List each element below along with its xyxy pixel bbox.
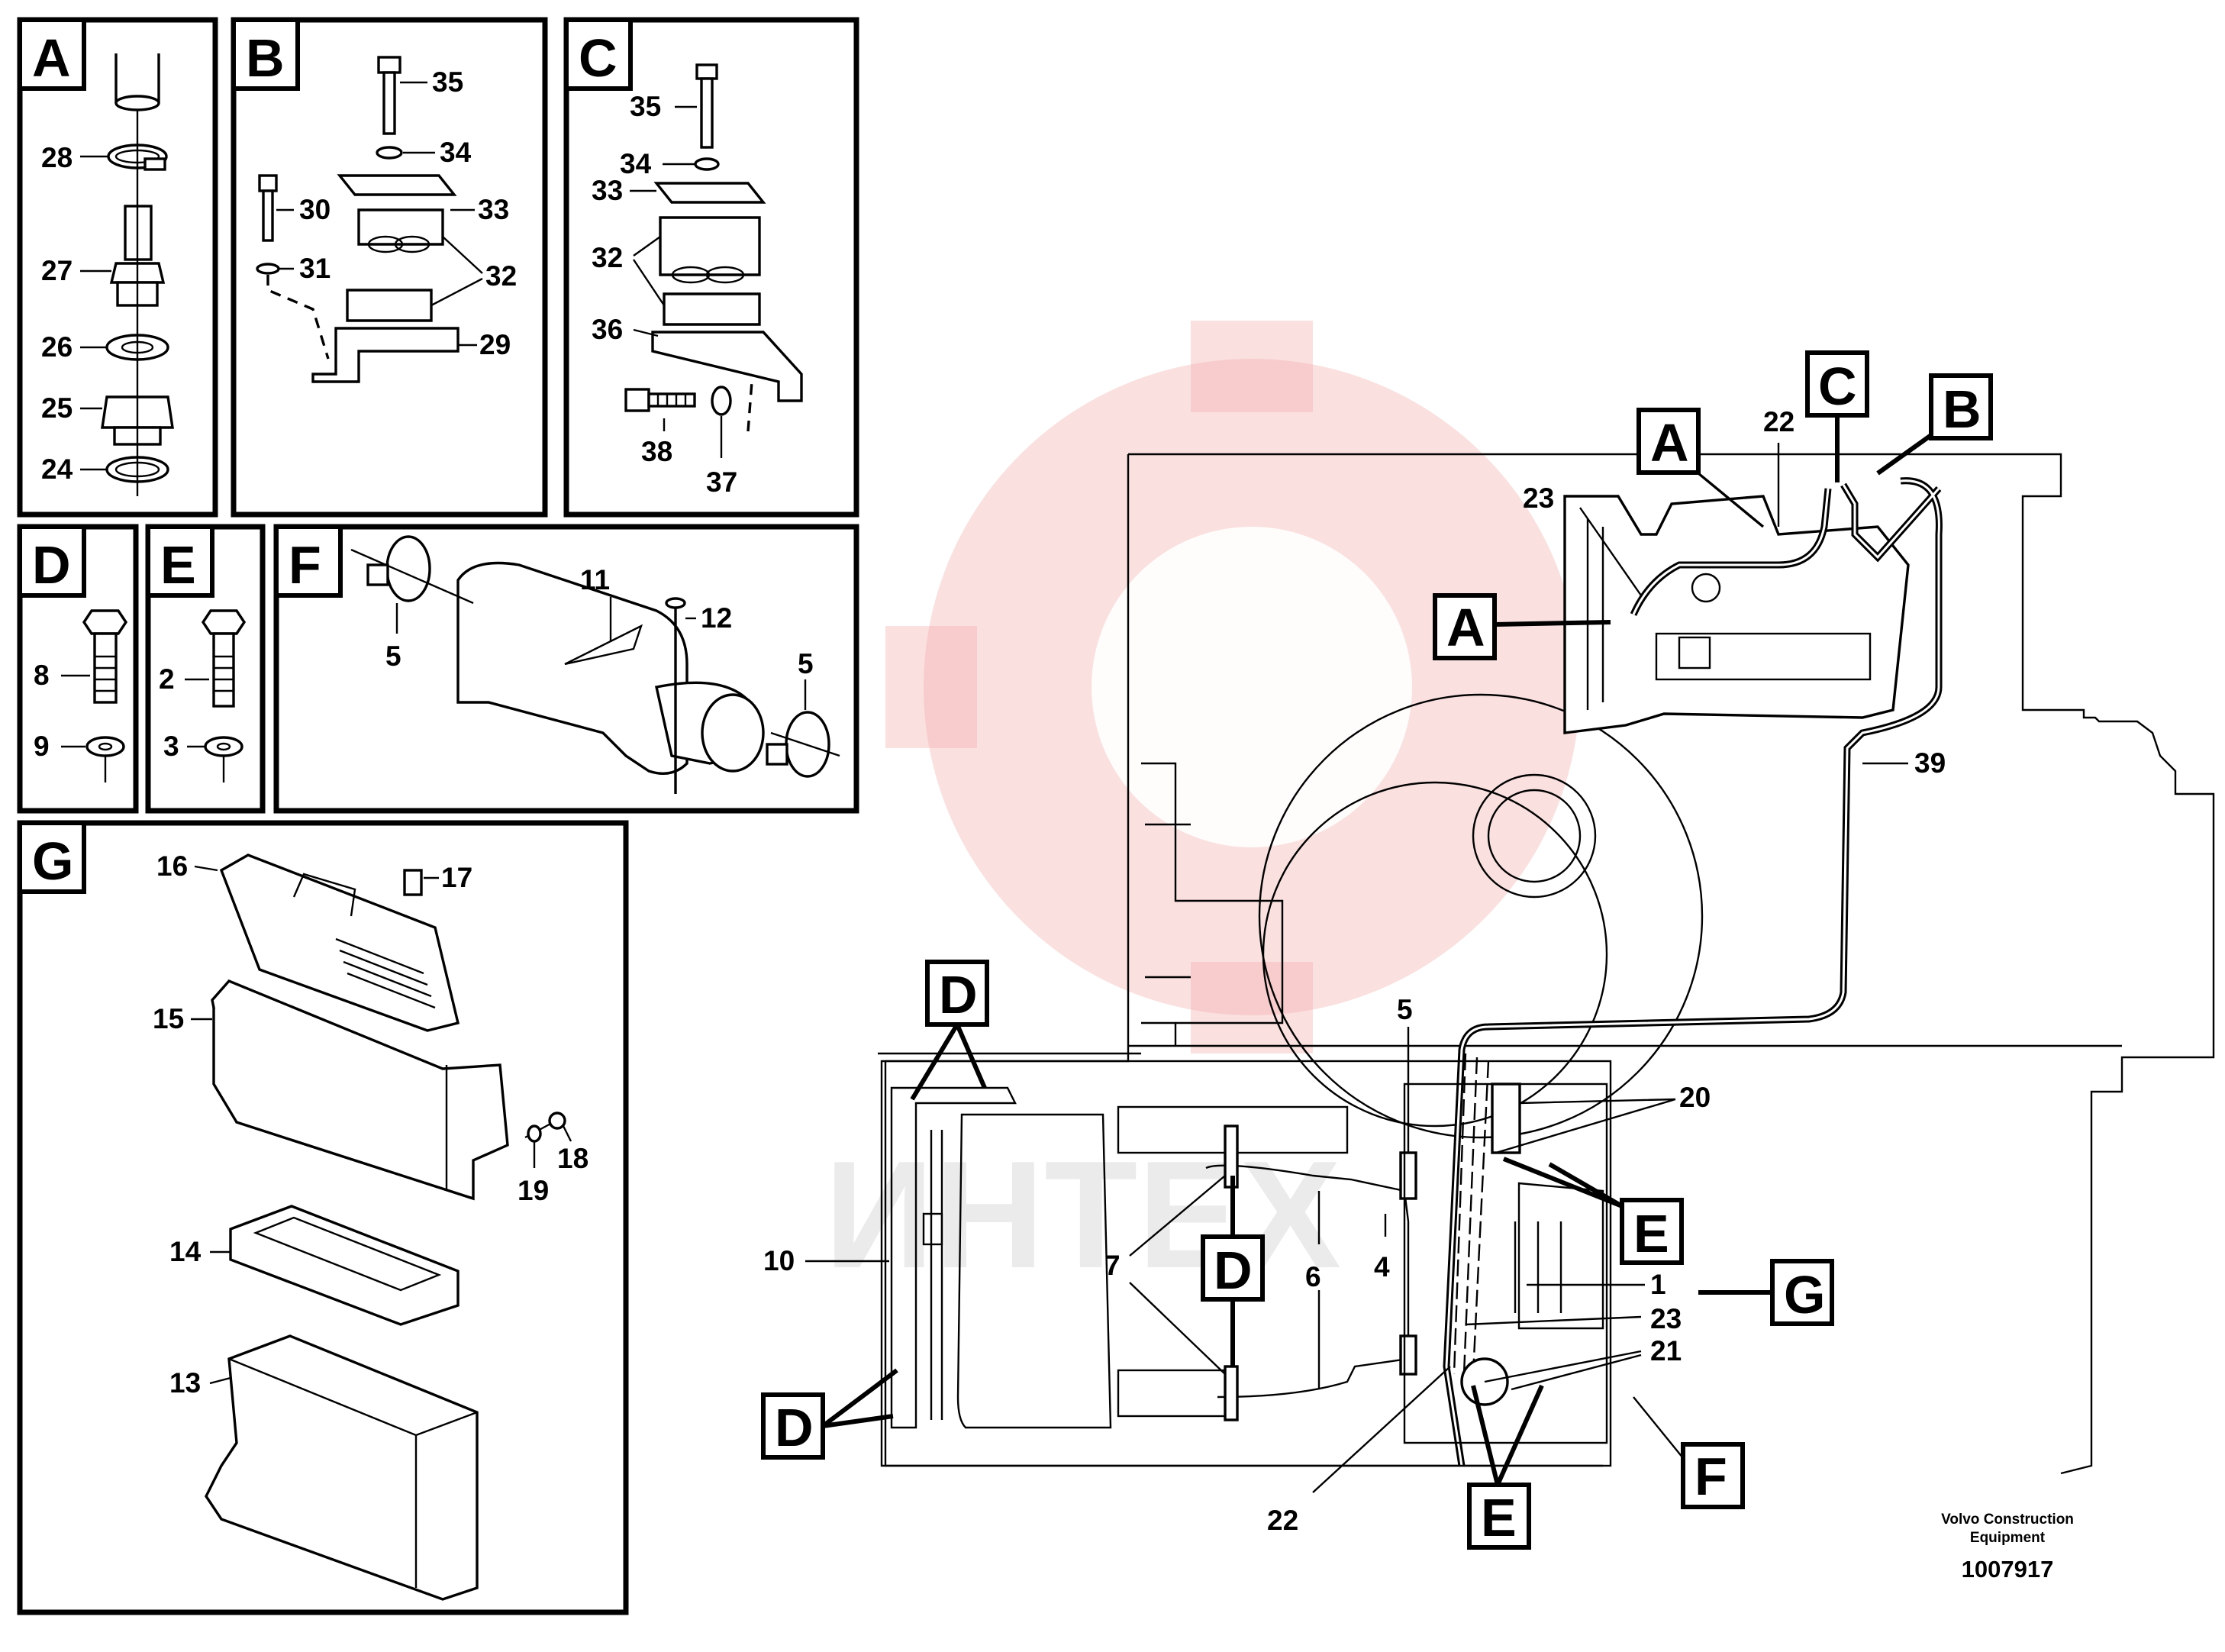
part-16-label: 16 — [156, 850, 188, 882]
part-14-label: 14 — [169, 1236, 202, 1267]
panel-c: C 35 34 33 32 36 38 37 — [563, 17, 859, 518]
part-25-label: 25 — [41, 392, 73, 424]
callout-a-top: A — [1650, 413, 1689, 473]
callout-d-bottom: D — [775, 1398, 814, 1457]
part-8-label: 8 — [34, 660, 50, 691]
main-part-21: 21 — [1650, 1335, 1682, 1366]
main-part-20: 20 — [1679, 1082, 1711, 1113]
panel-c-label: C — [579, 28, 618, 88]
part-37-label-c: 37 — [706, 466, 737, 498]
part-26-label: 26 — [41, 331, 73, 363]
panel-e-label: E — [160, 535, 196, 595]
main-part-22-bottom: 22 — [1267, 1505, 1298, 1536]
part-5-label-right: 5 — [798, 648, 814, 679]
part-27-label: 27 — [41, 255, 73, 286]
panel-d: D 8 9 — [17, 524, 139, 814]
panel-a-label: A — [32, 28, 71, 88]
main-callouts: A A C B D D D E E G — [761, 350, 1993, 1550]
footer-company-line2: Equipment — [1970, 1530, 2046, 1546]
callout-g: G — [1784, 1265, 1825, 1325]
part-35-label: 35 — [432, 66, 463, 98]
main-part-39: 39 — [1914, 747, 1946, 779]
part-33-label: 33 — [478, 194, 509, 225]
main-part-1: 1 — [1650, 1269, 1666, 1300]
panel-d-label: D — [32, 535, 71, 595]
callout-b: B — [1943, 379, 1982, 439]
part-3-label: 3 — [163, 731, 179, 762]
part-34-label: 34 — [440, 137, 472, 168]
part-33-label-c: 33 — [592, 175, 623, 206]
part-17-label: 17 — [441, 862, 472, 893]
main-part-23-bottom: 23 — [1650, 1303, 1682, 1334]
part-11-label: 11 — [580, 564, 610, 595]
panel-b-label: B — [246, 28, 285, 88]
part-32-label-c: 32 — [592, 242, 623, 273]
part-32-label: 32 — [485, 260, 517, 292]
part-34-label-c: 34 — [620, 148, 652, 179]
panel-b: B 35 34 33 30 31 32 29 — [231, 17, 548, 518]
callout-d-top: D — [939, 965, 978, 1024]
main-part-10: 10 — [763, 1245, 795, 1276]
main-part-23-top: 23 — [1523, 482, 1554, 514]
panel-f: F 11 12 5 5 — [273, 524, 859, 814]
callout-e-bottom: E — [1481, 1488, 1517, 1547]
callout-c: C — [1818, 357, 1857, 416]
main-part-22-top: 22 — [1763, 406, 1795, 437]
main-part-6: 6 — [1305, 1261, 1321, 1292]
part-15-label: 15 — [153, 1003, 184, 1034]
machine-overview — [878, 453, 2215, 1475]
part-29-label: 29 — [479, 329, 511, 360]
part-19-label: 19 — [518, 1175, 549, 1206]
part-2-label: 2 — [159, 663, 175, 695]
part-38-label-c: 38 — [641, 436, 672, 467]
part-28-label: 28 — [41, 142, 73, 173]
callout-f: F — [1695, 1447, 1727, 1506]
callout-a-left: A — [1446, 598, 1485, 657]
main-part-4: 4 — [1374, 1251, 1390, 1283]
part-31-label: 31 — [299, 253, 331, 284]
part-18-label: 18 — [557, 1143, 588, 1174]
panel-f-label: F — [289, 535, 321, 595]
callout-e-top: E — [1633, 1204, 1669, 1263]
footer-company-line1: Volvo Construction — [1941, 1512, 2074, 1528]
callout-d-mid: D — [1214, 1241, 1253, 1300]
part-36-label-c: 36 — [592, 314, 623, 345]
part-12-label: 12 — [701, 602, 732, 634]
main-part-5: 5 — [1397, 994, 1413, 1025]
panel-a: A 28 27 26 25 24 — [17, 17, 218, 518]
footer-doc-number: 1007917 — [1962, 1556, 2054, 1583]
part-30-label: 30 — [299, 194, 331, 225]
main-part-7: 7 — [1104, 1250, 1121, 1281]
panel-g-label: G — [32, 831, 73, 891]
panel-g: G 16 17 15 18 19 14 13 — [17, 820, 629, 1615]
part-9-label: 9 — [34, 731, 50, 762]
part-13-label: 13 — [169, 1367, 201, 1399]
part-5-label-left: 5 — [385, 640, 401, 672]
watermark-gear-logo — [885, 321, 1580, 1053]
panel-e: E 2 3 — [145, 524, 266, 814]
part-24-label: 24 — [41, 453, 73, 485]
part-35-label-c: 35 — [630, 91, 661, 122]
